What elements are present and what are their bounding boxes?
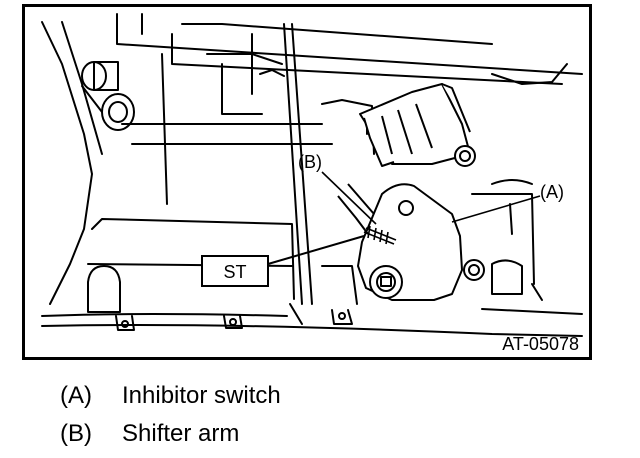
special-tool-box <box>201 255 269 287</box>
special-tool-leader <box>267 235 365 265</box>
special-tool-label: ST <box>223 262 246 282</box>
pin-detail <box>363 225 397 245</box>
callout-b-leader <box>321 171 377 225</box>
transmission-housing-drawing <box>41 13 583 337</box>
legend-item: (B) Shifter arm <box>60 416 281 454</box>
figure-code: AT-05078 <box>502 334 579 354</box>
legend-text: Shifter arm <box>122 420 240 447</box>
legend: (A) Inhibitor switch (B) Shifter arm <box>60 378 281 454</box>
legend-key: (B) <box>60 420 92 447</box>
inhibitor-switch-diagram: ST (B) (A) AT-05078 <box>22 4 592 360</box>
callout-a-label: (A) <box>540 182 564 202</box>
callout-a-leader <box>451 195 541 223</box>
legend-key: (A) <box>60 382 92 409</box>
callout-b-label: (B) <box>298 152 322 172</box>
legend-item: (A) Inhibitor switch <box>60 378 281 416</box>
inhibitor-switch <box>337 83 485 301</box>
figure-frame <box>22 4 592 360</box>
legend-text: Inhibitor switch <box>122 382 281 409</box>
